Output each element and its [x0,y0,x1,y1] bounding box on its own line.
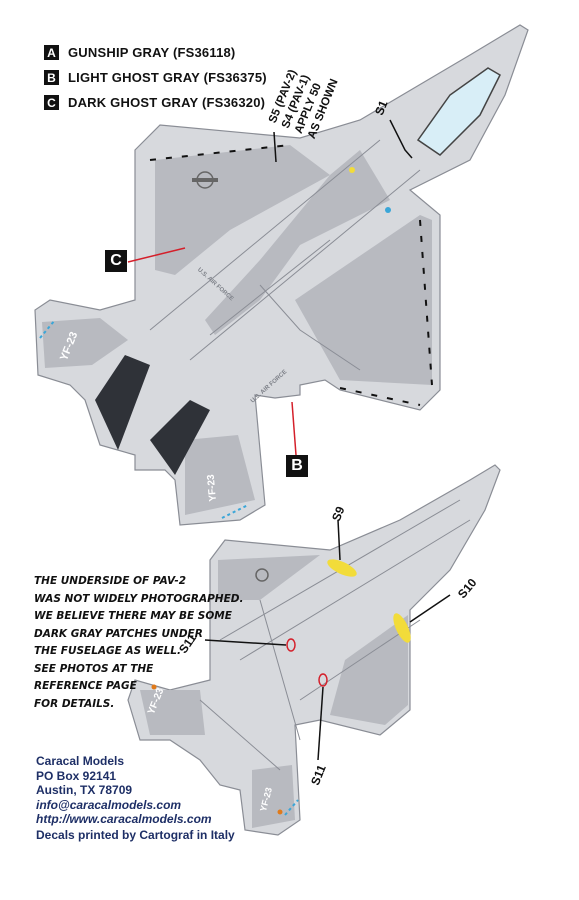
underside-note: The underside of PAV-2 was not widely ph… [34,573,243,713]
company-name: Caracal Models [36,754,125,768]
legend-item-b: B LIGHT GHOST GRAY (FS36375) [44,65,267,90]
callout-c: C [105,250,127,272]
s10-leader [409,594,451,623]
engine-nozzle-right [150,400,210,475]
note-line-3: We believe there may be some [34,610,232,622]
top-cyan-edges [39,319,249,519]
s9-leader [337,519,341,561]
contact-block: Caracal Models PO Box 92141 Austin, TX 7… [36,754,212,827]
email-link[interactable]: info@caracalmodels.com [36,797,182,812]
top-yellow-mark [349,167,355,173]
note-line-4: dark gray patches under [34,627,203,640]
note-line-7: reference page [34,680,137,692]
legend-key-b: B [44,70,59,85]
callout-b: B [286,455,308,477]
top-view-aircraft [34,24,529,526]
note-line-5: the fuselage as well. [34,645,181,657]
s11-leader-upper [204,639,287,646]
website-link[interactable]: http://www.caracalmodels.com [36,812,212,826]
engine-nozzle-left [95,355,150,450]
top-wing-dark-area-left [155,145,330,275]
bottom-orange-dot-2 [277,809,283,815]
bottom-wing-dark-area-right [330,615,408,725]
top-tail-dark-left [42,318,128,368]
bottom-view-airframe [127,464,501,836]
bottom-tail-dark-left [140,690,205,735]
s11-marker-upper [286,638,296,652]
s9-yellow-patch [327,559,357,577]
bottom-tail-dark-right [252,765,295,828]
canopy [416,67,501,156]
s11-leader-lower [317,686,324,761]
printed-by: Decals printed by Cartograf in Italy [36,828,235,842]
top-panel-lines [149,139,421,371]
note-line-2: was not widely photographed. [34,592,244,605]
s11-marker-lower [318,673,328,687]
po-box: PO Box 92141 [36,768,117,783]
serial-marking-tail: YF-23 [205,473,219,502]
bottom-view-aircraft [127,464,501,836]
note-leader [273,131,277,163]
legend-key-a: A [44,45,59,60]
top-wing-dark-area-right [295,215,432,385]
s10-yellow-patch [393,613,411,643]
bottom-roundel [255,568,269,582]
top-dashed-edges [149,144,433,406]
top-roundel-bar [192,178,218,182]
bottom-wing-dark-area-left [218,555,320,600]
color-legend: A GUNSHIP GRAY (FS36118) B LIGHT GHOST G… [44,40,267,115]
city-line: Austin, TX 78709 [36,783,133,797]
top-fuselage-dark-patch [205,150,390,335]
top-tail-dark-bottom [185,435,255,515]
note-line-8: for details. [34,697,115,710]
note-line-1: The underside of PAV-2 [34,575,187,587]
legend-label-a: GUNSHIP GRAY (FS36118) [68,45,236,60]
callout-line-b [291,401,297,456]
legend-item-a: A GUNSHIP GRAY (FS36118) [44,40,267,65]
callout-line-c [127,247,186,263]
top-blue-mark [385,207,391,213]
legend-key-c: C [44,95,59,110]
legend-item-c: C DARK GHOST GRAY (FS36320) [44,90,267,115]
legend-label-b: LIGHT GHOST GRAY (FS36375) [68,70,267,85]
bottom-orange-dot-1 [151,684,157,690]
note-line-6: See photos at the [34,662,154,675]
s1-leader [389,119,413,159]
legend-label-c: DARK GHOST GRAY (FS36320) [68,95,266,110]
